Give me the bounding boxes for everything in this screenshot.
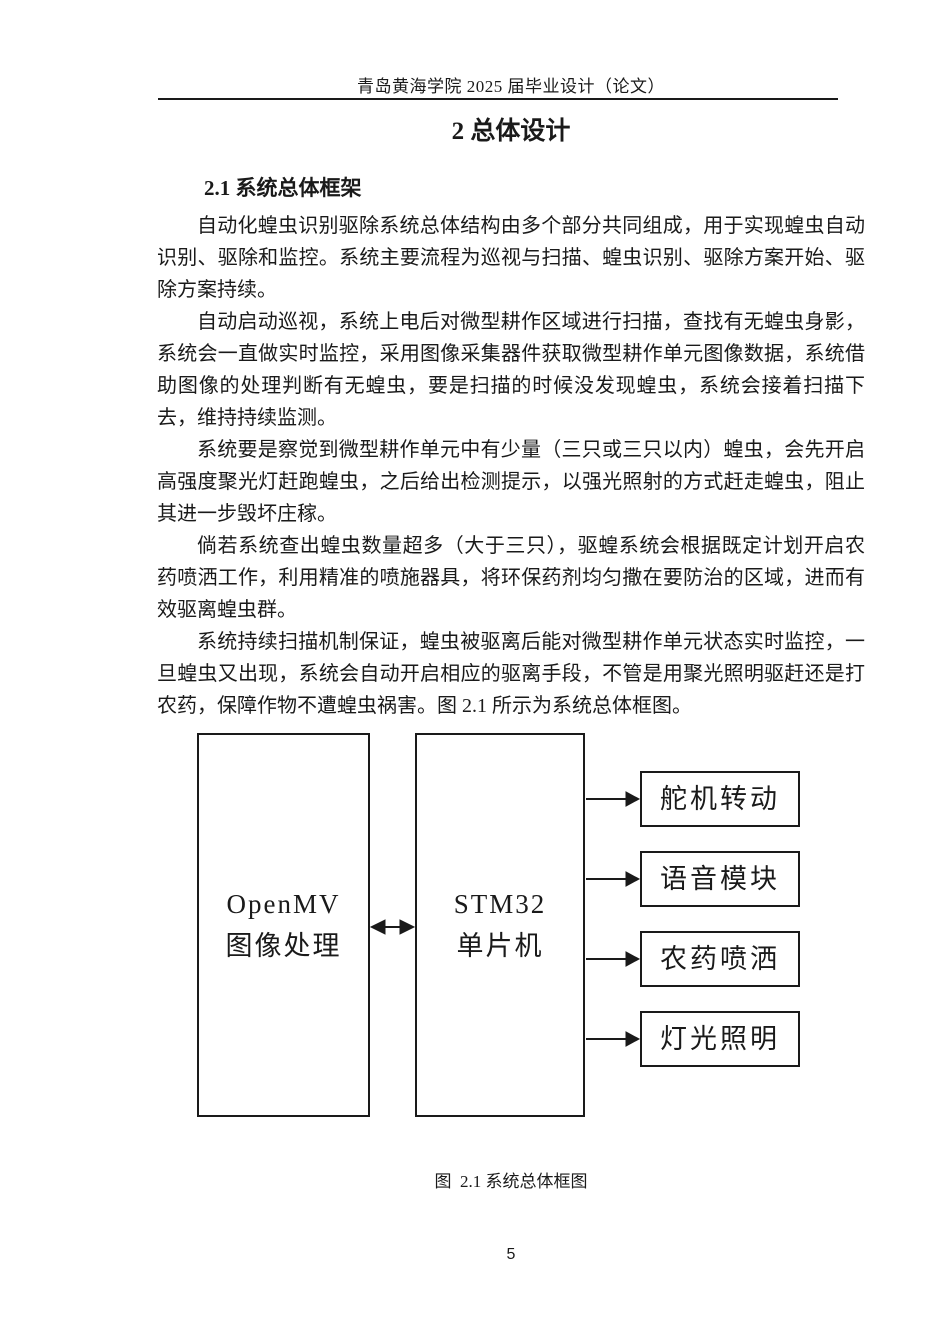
- section-heading: 2.1 系统总体框架: [204, 176, 362, 200]
- paragraph-3: 系统要是察觉到微型耕作单元中有少量（三只或三只以内）蝗虫，会先开启高强度聚光灯赶…: [157, 439, 865, 525]
- paragraph-5: 系统持续扫描机制保证，蝗虫被驱离后能对微型耕作单元状态实时监控，一旦蝗虫又出现，…: [157, 631, 865, 717]
- block-stm32: STM32 单片机: [415, 733, 585, 1117]
- body-text: 自动化蝗虫识别驱除系统总体结构由多个部分共同组成，用于实现蝗虫自动识别、驱除和监…: [157, 210, 865, 722]
- block-openmv: OpenMV 图像处理: [197, 733, 370, 1117]
- figure-caption: 图 2.1 系统总体框图: [434, 1172, 588, 1191]
- block-voice-label: 语音模块: [660, 864, 780, 894]
- arrow-openmv-stm32: [369, 919, 416, 935]
- arrow-stm32-spray: [586, 951, 641, 967]
- block-light: 灯光照明: [640, 1011, 800, 1067]
- block-light-label: 灯光照明: [660, 1024, 780, 1054]
- header-rule: [158, 98, 838, 100]
- block-spray: 农药喷洒: [640, 931, 800, 987]
- block-servo-label: 舵机转动: [660, 784, 780, 814]
- block-stm32-label-line1: STM32: [453, 889, 547, 919]
- block-openmv-label-line1: OpenMV: [226, 889, 341, 919]
- arrow-stm32-voice: [586, 871, 641, 887]
- running-header: 青岛黄海学院 2025 届毕业设计（论文）: [357, 77, 665, 96]
- paragraph-4: 倘若系统查出蝗虫数量超多（大于三只），驱蝗系统会根据既定计划开启农药喷洒工作，利…: [157, 535, 865, 621]
- block-stm32-label-line2: 单片机: [456, 931, 544, 961]
- block-spray-label: 农药喷洒: [660, 944, 780, 974]
- page-number: 5: [506, 1246, 516, 1263]
- arrow-stm32-servo: [586, 791, 641, 807]
- block-openmv-label-line2: 图像处理: [225, 931, 342, 961]
- block-servo: 舵机转动: [640, 771, 800, 827]
- paragraph-1: 自动化蝗虫识别驱除系统总体结构由多个部分共同组成，用于实现蝗虫自动识别、驱除和监…: [157, 215, 865, 301]
- block-voice: 语音模块: [640, 851, 800, 907]
- paragraph-2: 自动启动巡视，系统上电后对微型耕作区域进行扫描，查找有无蝗虫身影，系统会一直做实…: [157, 311, 865, 429]
- chapter-title: 2 总体设计: [451, 118, 571, 145]
- arrow-stm32-light: [586, 1031, 641, 1047]
